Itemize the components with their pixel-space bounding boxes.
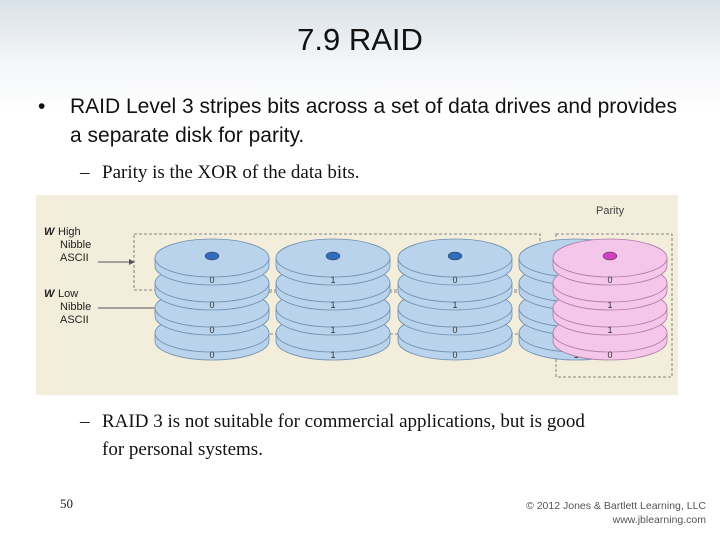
bit-label: 0 <box>209 350 214 360</box>
spindle-hub <box>447 251 463 261</box>
bit-label: 0 <box>607 275 612 285</box>
high-label-line1: High <box>58 226 81 238</box>
drive-stacks: 00001111001011110110 <box>154 238 668 361</box>
sub-bullet-text: Parity is the XOR of the data bits. <box>102 162 360 183</box>
bit-label: 1 <box>607 300 612 310</box>
bullet-text: RAID Level 3 stripes bits across a set o… <box>70 95 677 147</box>
bit-label: 1 <box>607 325 612 335</box>
sub-bullet-text-line1: RAID 3 is not suitable for commercial ap… <box>102 411 585 432</box>
raid3-diagram: Parity W High Nibble ASCII W Low Nibble … <box>36 195 678 395</box>
bit-label: 1 <box>330 300 335 310</box>
high-label-line2: Nibble <box>60 239 91 251</box>
sub-bullet-marker: – <box>80 162 90 183</box>
bit-label: 1 <box>330 325 335 335</box>
bit-label: 1 <box>330 275 335 285</box>
copyright-line1: © 2012 Jones & Bartlett Learning, LLC <box>526 500 706 512</box>
parity-label: Parity <box>596 205 625 217</box>
raid3-diagram-graphic: Parity W High Nibble ASCII W Low Nibble … <box>44 205 673 378</box>
high-nibble-arrowhead <box>129 259 135 265</box>
high-w-label: W <box>44 226 56 238</box>
copyright-line2: www.jblearning.com <box>612 514 706 526</box>
low-label-line2: Nibble <box>60 301 91 313</box>
bit-label: 1 <box>330 350 335 360</box>
drive-2: 1 1 1 1 <box>275 238 391 361</box>
bit-label: 1 <box>452 300 457 310</box>
bit-label: 0 <box>452 350 457 360</box>
slide-title: 7.9 RAID <box>297 22 423 57</box>
bit-label: 0 <box>209 300 214 310</box>
bit-label: 0 <box>607 350 612 360</box>
spindle-hub <box>204 251 220 261</box>
low-label-line3: ASCII <box>60 314 89 326</box>
copyright-notice: © 2012 Jones & Bartlett Learning, LLC ww… <box>526 499 706 527</box>
page-number: 50 <box>60 496 73 511</box>
drive-5-parity: 0 1 1 0 <box>552 238 668 361</box>
spindle-hub <box>325 251 341 261</box>
high-label-line3: ASCII <box>60 252 89 264</box>
drive-3: 0 0 1 0 <box>397 238 513 361</box>
sub-bullet-marker: – <box>80 411 90 432</box>
bullet-marker: • <box>38 95 46 118</box>
bit-label: 0 <box>452 325 457 335</box>
drive-1: 0 0 0 0 <box>154 238 270 361</box>
bit-label: 0 <box>209 275 214 285</box>
bit-label: 0 <box>452 275 457 285</box>
low-label-line1: Low <box>58 288 78 300</box>
bit-label: 0 <box>209 325 214 335</box>
sub-bullet-text-line2: for personal systems. <box>102 439 263 460</box>
low-w-label: W <box>44 288 56 300</box>
spindle-hub <box>602 251 618 261</box>
